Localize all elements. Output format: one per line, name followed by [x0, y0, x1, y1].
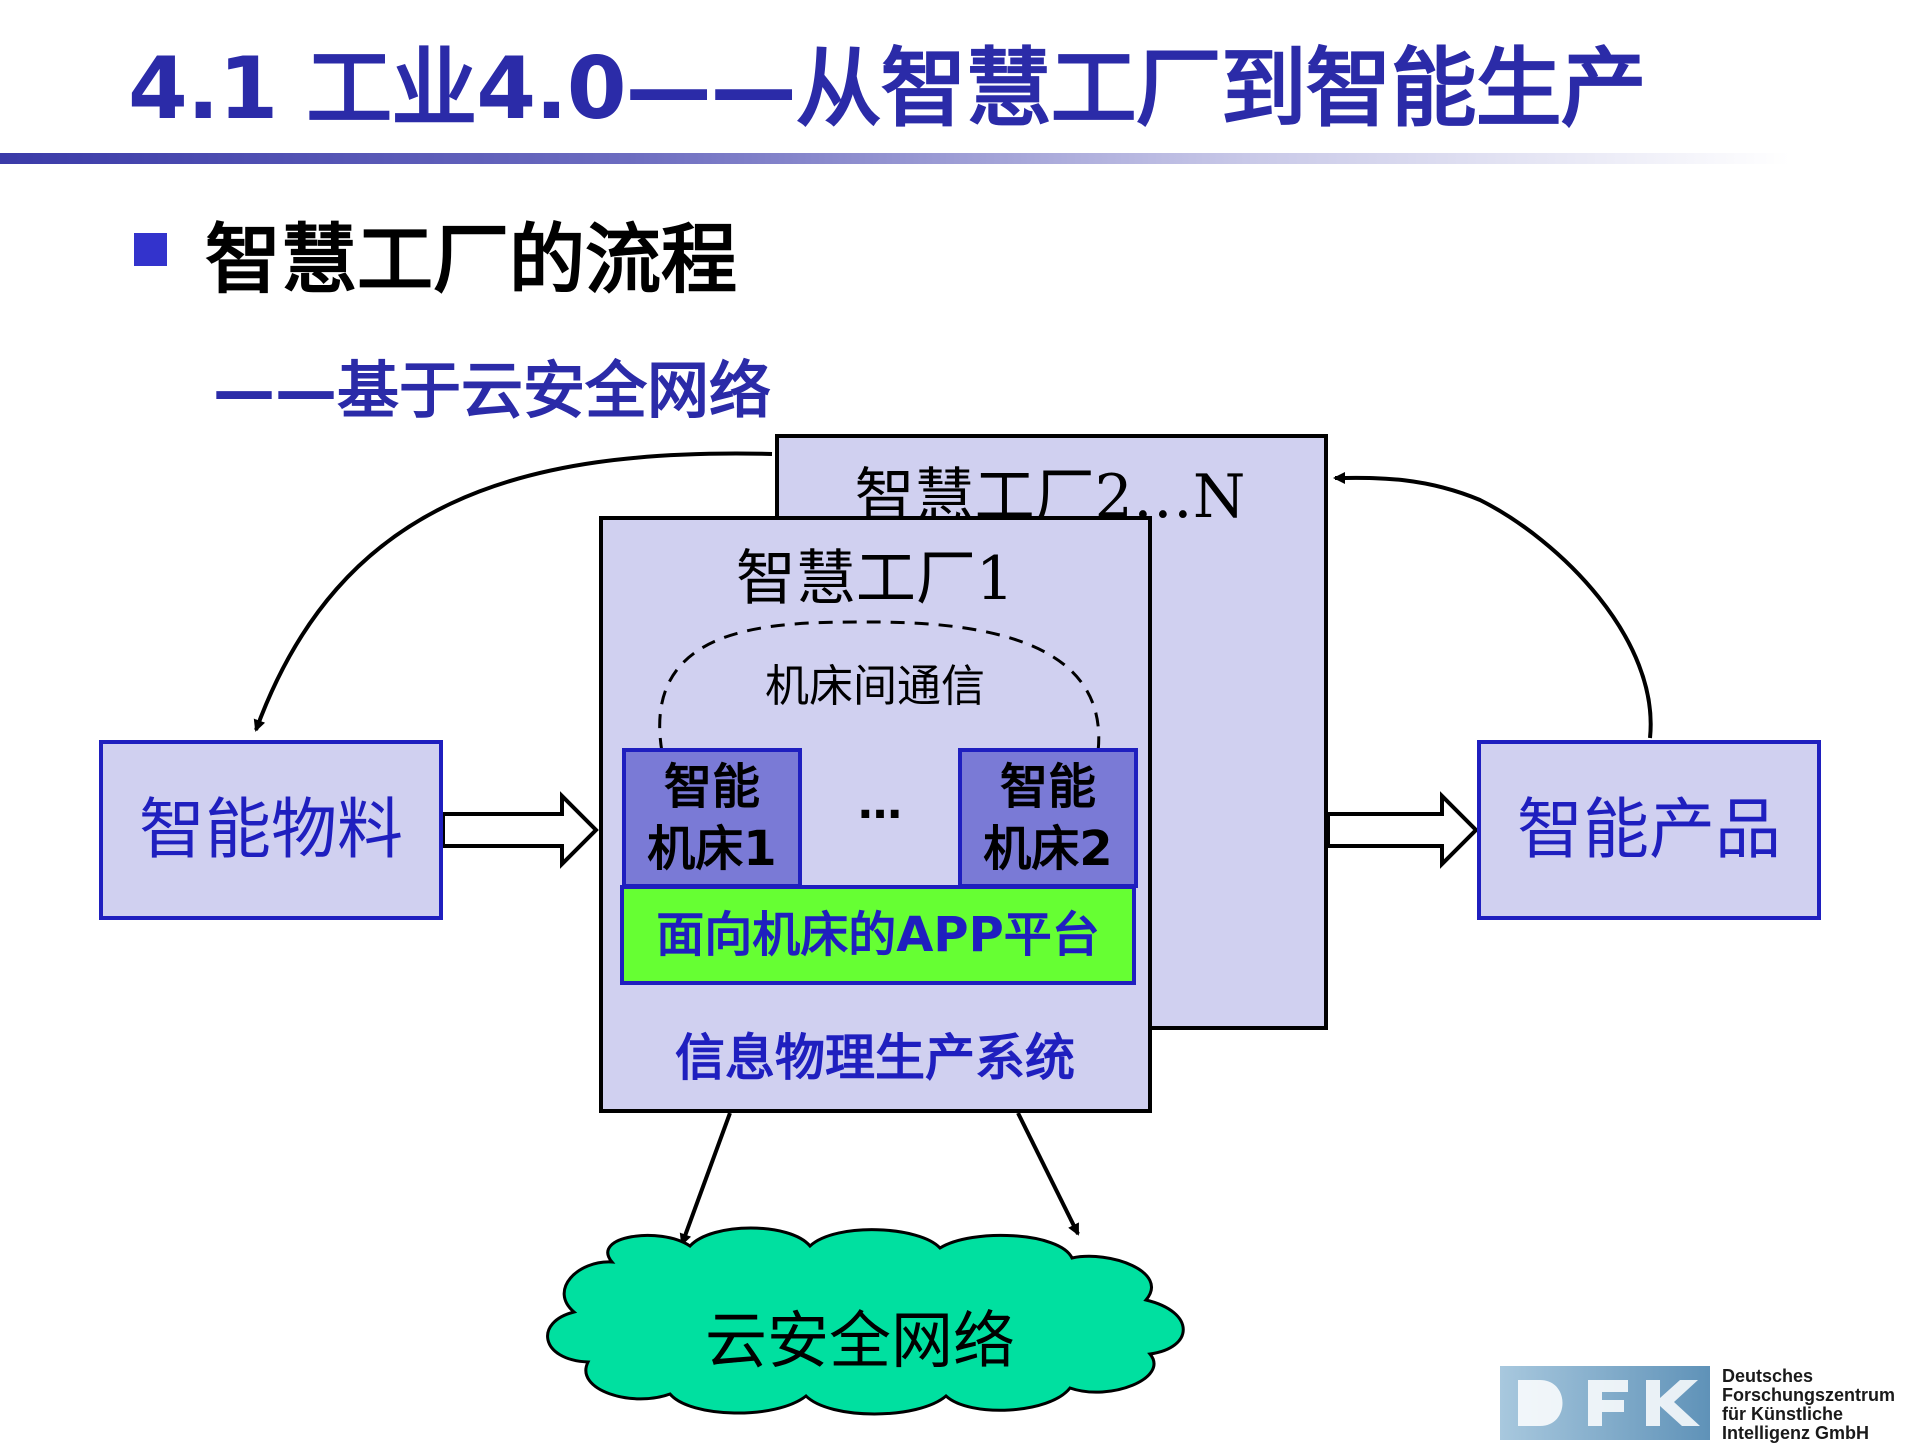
smart-machine-1: 智能 机床1	[622, 748, 802, 888]
cloud-security-network-label: 云安全网络	[704, 1304, 1015, 1377]
bullet-heading: 智慧工厂的流程	[205, 215, 737, 304]
page-title: 4.1 工业4.0——从智慧工厂到智能生产	[128, 39, 1647, 139]
title-underline	[0, 153, 1790, 164]
feedback-arrow-from-product	[1333, 471, 1653, 739]
logo-line-2: Forschungszentrum	[1722, 1385, 1896, 1405]
logo-line-1: Deutsches	[1722, 1366, 1814, 1386]
smart-machine-1-line2: 机床1	[647, 821, 777, 877]
arrow-to-cloud-right	[1016, 1112, 1080, 1236]
app-platform-box: 面向机床的APP平台	[620, 885, 1136, 985]
input-block-arrow	[441, 791, 599, 869]
dfki-logo-icon	[1500, 1366, 1710, 1440]
smart-machine-1-line1: 智能	[663, 759, 760, 815]
smart-machine-2: 智能 机床2	[958, 748, 1138, 888]
machines-ellipsis: …	[858, 778, 902, 829]
arrow-to-cloud-left	[679, 1112, 732, 1246]
machine-communication-label: 机床间通信	[765, 661, 985, 712]
smart-machine-2-line1: 智能	[999, 759, 1096, 815]
machine-communication-arc	[658, 620, 1101, 753]
logo-line-3: für Künstliche	[1722, 1404, 1844, 1424]
output-block-arrow	[1326, 791, 1479, 869]
smart-product-box: 智能产品	[1477, 740, 1821, 920]
cloud-shape	[546, 1226, 1185, 1416]
logo-line-4: Intelligenz GmbH	[1722, 1423, 1870, 1443]
feedback-arrow-to-material	[253, 451, 773, 732]
dfki-logo-text: Deutsches Forschungszentrum für Künstlic…	[1722, 1367, 1895, 1443]
smart-material-box: 智能物料	[99, 740, 443, 920]
bullet-square-icon	[134, 233, 167, 266]
subtitle: ——基于云安全网络	[213, 354, 772, 427]
cps-label: 信息物理生产系统	[675, 1029, 1075, 1087]
factory-1-label: 智慧工厂1	[735, 544, 1015, 614]
smart-machine-2-line2: 机床2	[983, 821, 1113, 877]
